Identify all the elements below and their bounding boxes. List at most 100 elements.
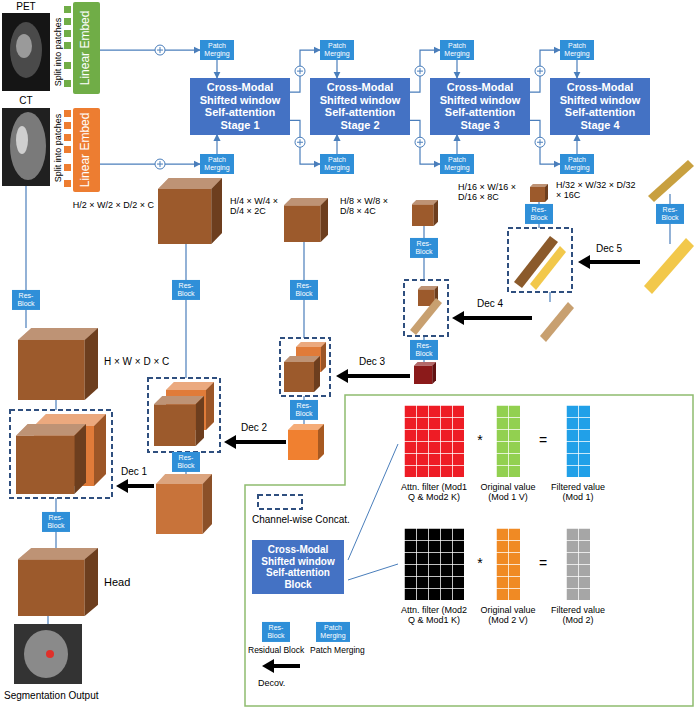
sum-circle (535, 137, 545, 147)
node-text: Linear Embed (80, 11, 94, 86)
output-label: Segmentation Output (4, 690, 99, 702)
decoder-label: Dec 4 (477, 298, 503, 310)
feature-cube (18, 548, 98, 616)
feature-bar (644, 238, 694, 294)
dec-arrowhead (224, 435, 236, 449)
feature-cubes (16, 178, 548, 616)
operator-symbol: * (477, 555, 482, 571)
patch (64, 146, 71, 153)
sum-junction (535, 66, 545, 76)
patch (64, 30, 71, 37)
node-text: Patch Merging (317, 624, 349, 640)
seg-scan (14, 624, 82, 684)
connector (456, 60, 457, 78)
dec-arrow (126, 484, 154, 488)
legend-entry: Residual Block (248, 646, 304, 656)
wire (55, 400, 56, 410)
pet-uptake (16, 34, 32, 58)
node-text: Cross-Modal Shifted window Self-attentio… (554, 81, 646, 132)
node-text: Patch Merging (201, 42, 233, 58)
patch-split-label: Split into patches (53, 18, 63, 87)
dec-arrowhead (116, 479, 128, 493)
sum-circle (295, 66, 305, 76)
feature-cube (288, 424, 324, 460)
ct-scan (2, 108, 50, 186)
legend-entry: Decov. (258, 678, 285, 688)
concat-boxes (10, 228, 572, 509)
node-text: Patch Merging (441, 156, 473, 172)
patch-merging-box: Patch Merging (560, 154, 594, 174)
patch (64, 18, 71, 25)
decoder-label: Dec 3 (359, 356, 385, 368)
grid-fill (496, 528, 520, 600)
res-block-box: Res-Block (12, 290, 40, 310)
patch (64, 122, 71, 129)
grid-lines (496, 528, 520, 600)
node-text: Patch Merging (441, 42, 473, 58)
patch-merging-box: Patch Merging (200, 154, 234, 174)
operator-symbol: * (477, 432, 482, 448)
wire (185, 244, 186, 378)
pet-body (10, 22, 42, 78)
filtered-grid (566, 528, 590, 600)
leader-line (348, 564, 398, 580)
sum-circle (295, 137, 305, 147)
dec-arrow (346, 374, 410, 378)
patch (64, 164, 71, 171)
connector (216, 60, 217, 78)
node-text: Linear Embed (80, 113, 94, 188)
sum-cross (297, 139, 303, 145)
res-block-box: Res-Block (172, 452, 200, 472)
patch-merging-box: Patch Merging (200, 40, 234, 60)
wire (549, 292, 550, 302)
decoder-label: Dec 1 (121, 466, 147, 478)
modality-label: CT (19, 95, 32, 107)
connector (100, 49, 200, 50)
value-grid (496, 528, 520, 600)
legend-text: Patch Merging (310, 646, 365, 656)
pet-scan (2, 13, 50, 91)
sum-circle (535, 66, 545, 76)
feature-bar (410, 298, 442, 335)
legend-text: Residual Block (248, 646, 304, 656)
operator-symbol: = (539, 432, 547, 448)
connector (100, 163, 200, 164)
patch (64, 80, 71, 87)
attn-filter-grid (404, 528, 464, 600)
grid-lines (566, 405, 590, 477)
sum-junction (295, 66, 305, 76)
node-text: Res-Block (291, 282, 317, 298)
grid-fill (566, 528, 590, 600)
node-text: Cross-Modal Shifted window Self-attentio… (314, 81, 406, 132)
grid-lines (404, 528, 464, 600)
res-block-box: Res-Block (410, 340, 438, 360)
feature-cube (530, 184, 548, 202)
res-block-box: Res-Block (656, 204, 684, 224)
feature-bars (410, 160, 694, 342)
dec-arrow (234, 440, 286, 444)
sum-junction (415, 137, 425, 147)
feature-cube (284, 356, 320, 392)
res-block-box: Res-Block (42, 512, 70, 532)
patch-merging-box: Patch Merging (560, 40, 594, 60)
grid-lines (404, 405, 464, 477)
leader-line (348, 444, 398, 560)
legend-text: Channel-wise Concat. (252, 514, 350, 526)
attention-stage-box: Cross-Modal Shifted window Self-attentio… (430, 78, 530, 135)
filtered-grid (566, 405, 590, 477)
grid-caption: Original value (Mod 2 V) (475, 605, 541, 626)
node-text: Patch Merging (321, 156, 353, 172)
patch-merging-box: Patch Merging (320, 154, 354, 174)
legend-text: Decov. (258, 678, 285, 688)
feature-bar (530, 246, 566, 290)
sum-cross (297, 68, 303, 74)
dec-arrow (462, 316, 532, 320)
grid-fill (496, 405, 520, 477)
attn-filter-grid (404, 405, 464, 477)
node-text: Res-Block (263, 624, 289, 640)
concat-box (148, 378, 220, 452)
attention-block-box: Cross-Modal Shifted window Self-attentio… (252, 540, 344, 594)
attention-stage-box: Cross-Modal Shifted window Self-attentio… (190, 78, 290, 135)
patch (64, 6, 71, 13)
node-text: Res-Block (411, 240, 437, 256)
